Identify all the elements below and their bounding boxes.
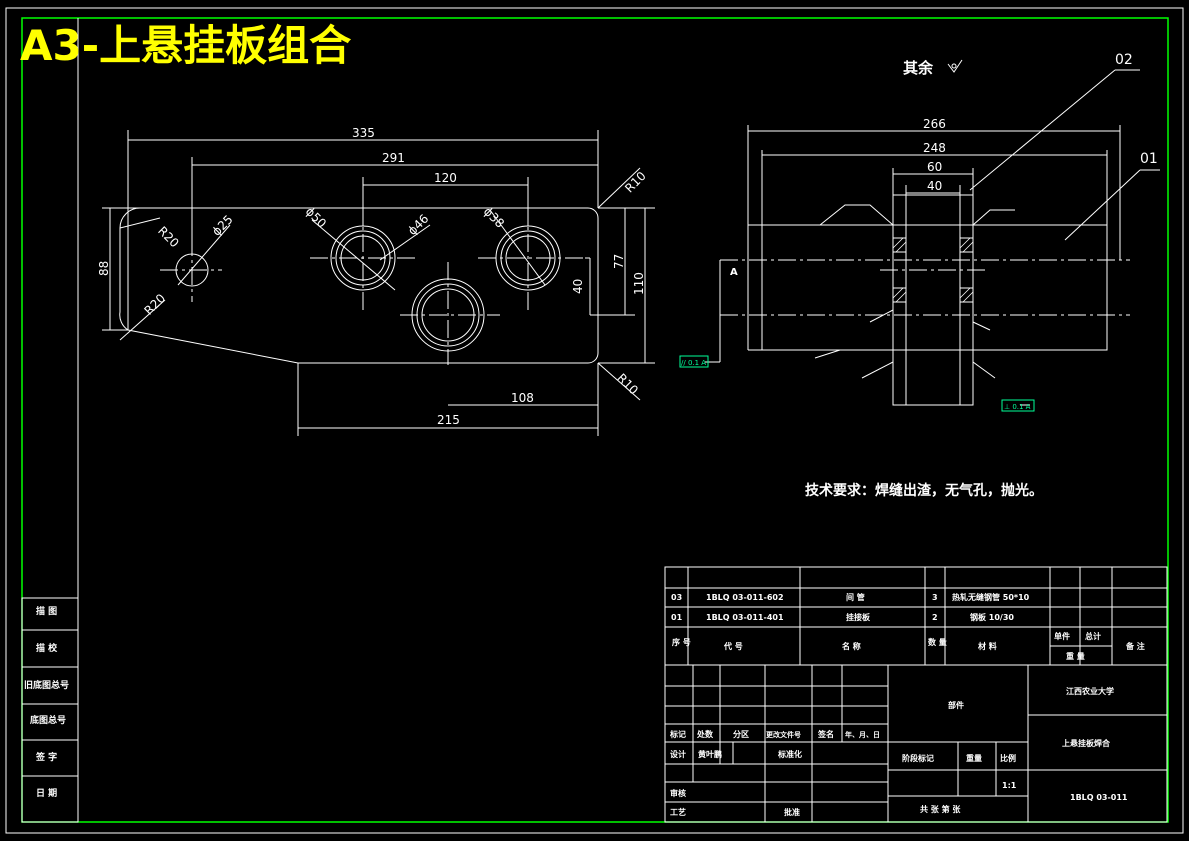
tb-drawing-name: 上悬挂板焊合 — [1062, 738, 1111, 748]
dim-88: 88 — [97, 261, 111, 276]
plate-right — [959, 194, 974, 406]
header-unit: 单件 — [1054, 631, 1070, 641]
tol-text-right: ⊥ 0.1 A — [1004, 403, 1031, 411]
part-row-0-no: 03 — [671, 593, 682, 602]
dim-40-right: 40 — [927, 179, 942, 193]
header-remark: 备 注 — [1125, 641, 1145, 651]
tb-scale-label: 比例 — [1000, 753, 1016, 763]
balloon-01: 01 — [1140, 151, 1158, 167]
dim-r20-bottom: R20 — [142, 291, 169, 318]
tb-approve: 批准 — [784, 807, 800, 817]
dim-40: 40 — [571, 279, 585, 294]
outer-frame — [5, 7, 1184, 834]
dim-77: 77 — [612, 254, 626, 269]
dim-266: 266 — [923, 117, 946, 131]
tb-process: 工艺 — [670, 807, 686, 817]
dim-215: 215 — [437, 413, 460, 427]
tb-drawing-no: 1BLQ 03-011 — [1070, 793, 1128, 802]
tb-scale: 1:1 — [1002, 781, 1017, 790]
drawing-title: A3-上悬挂板组合 — [20, 21, 351, 70]
inner-frame — [21, 17, 1169, 823]
dim-120: 120 — [434, 171, 457, 185]
side-row-3: 底图总号 — [30, 714, 66, 726]
header-no: 序 号 — [672, 637, 691, 647]
dim-335: 335 — [352, 126, 375, 140]
header-material: 材 料 — [978, 641, 997, 651]
tb-school: 江西农业大学 — [1066, 686, 1114, 696]
dim-r10-top: R10 — [622, 169, 649, 196]
header-total: 总计 — [1085, 631, 1101, 641]
tb-weight: 重量 — [966, 753, 982, 763]
dim-60: 60 — [927, 160, 942, 174]
dim-248: 248 — [923, 141, 946, 155]
tol-box-left — [679, 355, 709, 368]
part-row-0-name: 间 管 — [846, 592, 865, 602]
side-row-4: 签 字 — [35, 751, 57, 763]
surface-note: 其余 — [903, 59, 934, 77]
dim-r20-top: R20 — [155, 224, 182, 251]
part-row-1-qty: 2 — [932, 613, 938, 622]
balloon-02: 02 — [1115, 52, 1133, 68]
header-name: 名 称 — [842, 641, 861, 651]
part-row-1-no: 01 — [671, 613, 683, 622]
title-block-grid — [664, 664, 1168, 823]
part-row-1-name: 挂接板 — [846, 612, 871, 622]
part-row-0-code: 1BLQ 03-011-602 — [706, 593, 784, 602]
tol-text-left: // 0.1 A — [681, 359, 706, 367]
header-qty: 数 量 — [928, 637, 947, 647]
header-weight: 重 量 — [1066, 651, 1085, 661]
tb-part-type: 部件 — [948, 700, 964, 710]
part-row-1-material: 钢板 10/30 — [970, 612, 1014, 622]
side-table — [21, 597, 79, 823]
dim-r10-bottom: R10 — [614, 371, 641, 398]
tb-zone: 分区 — [733, 729, 749, 739]
tb-std: 标准化 — [777, 749, 802, 759]
part-row-0-qty: 3 — [932, 593, 938, 602]
tb-count: 处数 — [696, 729, 714, 739]
left-view-dimensions: 335 291 120 215 108 88 77 110 40 R10 R10… — [97, 126, 649, 427]
part-row-0-material: 热轧无缝钢管 50*10 — [952, 592, 1030, 602]
side-row-5: 日 期 — [36, 787, 57, 799]
left-view — [102, 130, 655, 436]
plate-left — [892, 194, 907, 406]
tb-sign: 签名 — [817, 729, 834, 739]
tb-stage: 阶段标记 — [902, 753, 934, 763]
roughness-symbol — [947, 59, 963, 73]
datum-label: A — [730, 267, 738, 278]
dim-110: 110 — [632, 272, 646, 295]
side-row-2: 旧底图总号 — [24, 679, 69, 691]
header-code: 代 号 — [723, 641, 743, 651]
dim-108: 108 — [511, 391, 534, 405]
tol-box-right — [1001, 399, 1035, 412]
tb-mark: 标记 — [669, 729, 686, 739]
dim-phi25: ϕ25 — [209, 212, 235, 238]
right-view — [705, 69, 1160, 406]
side-row-1: 描 校 — [36, 642, 58, 654]
tb-doc: 更改文件号 — [766, 730, 801, 739]
parts-list-grid — [664, 566, 1168, 666]
tb-review: 审核 — [670, 788, 686, 798]
side-row-0: 描 图 — [36, 605, 57, 617]
dim-291: 291 — [382, 151, 405, 165]
tech-requirements: 技术要求：焊缝出渣，无气孔，抛光。 — [805, 482, 1043, 499]
tb-design: 设计 — [670, 749, 686, 759]
tb-designer: 黄叶鹏 — [698, 749, 722, 759]
tb-sheets: 共 张 第 张 — [920, 804, 961, 814]
tb-date: 年、月、日 — [845, 730, 880, 739]
part-row-1-code: 1BLQ 03-011-401 — [706, 613, 784, 622]
dim-phi46: ϕ46 — [405, 212, 431, 238]
tube-body — [761, 224, 1108, 351]
